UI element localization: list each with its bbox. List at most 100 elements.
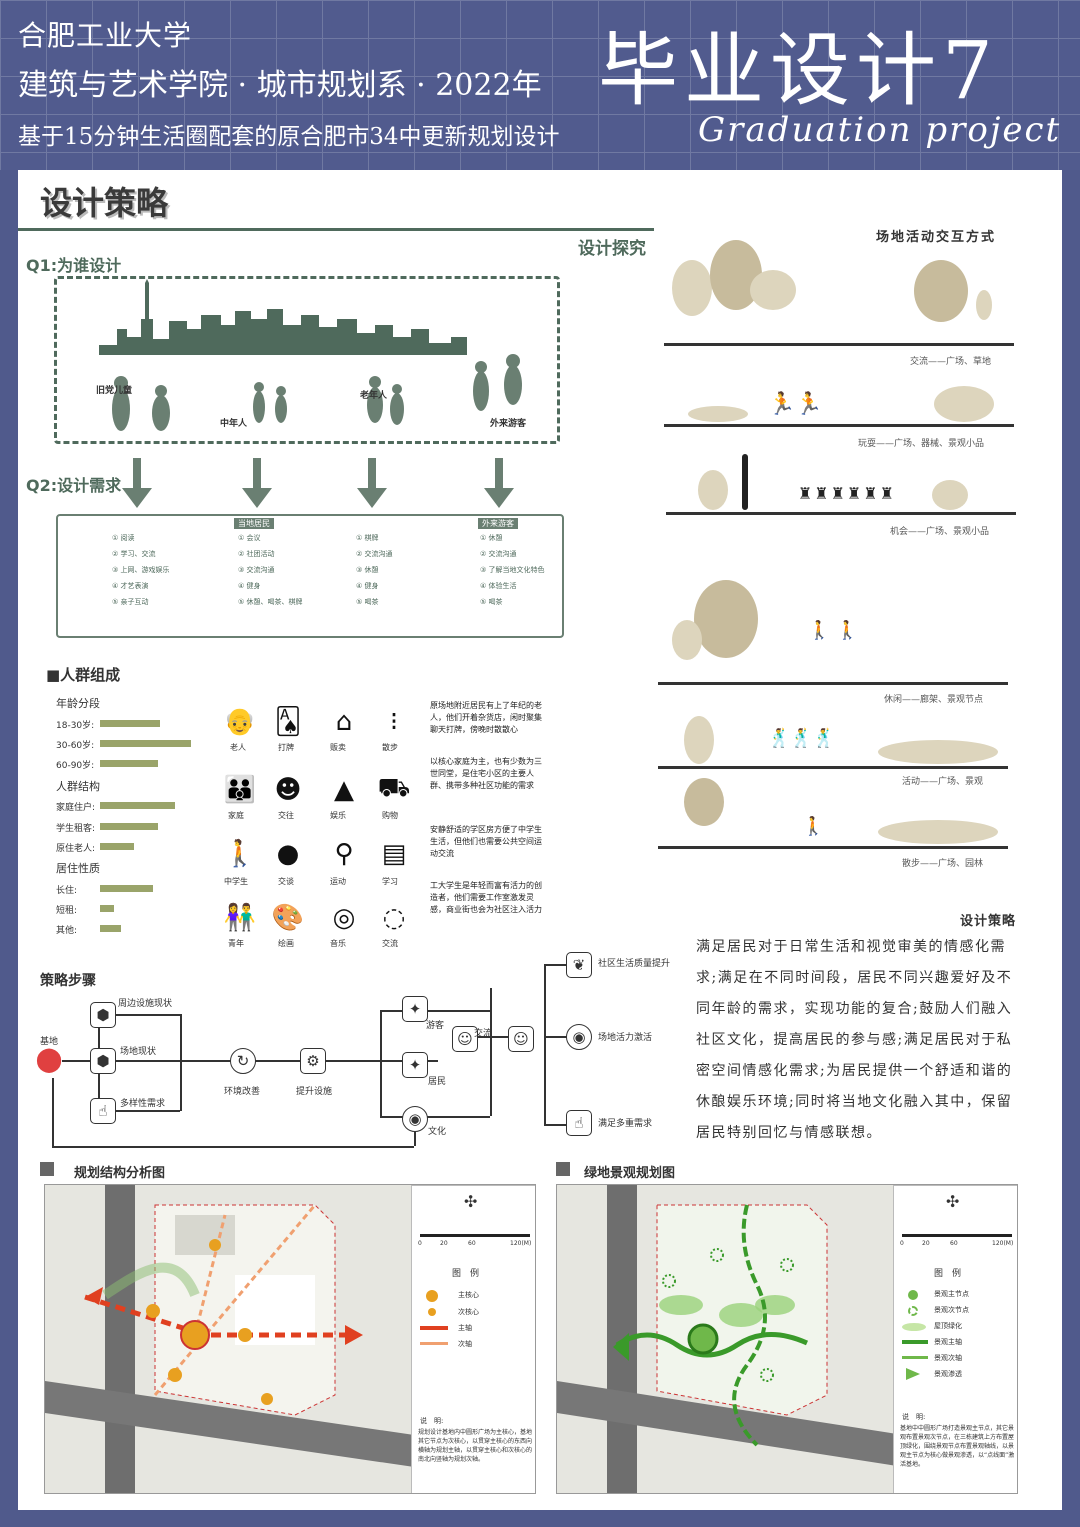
scene-caption: 交流——广场、草地: [910, 357, 992, 367]
hand-icon: ☝: [566, 1110, 592, 1136]
north-arrow-icon: ✣: [464, 1192, 478, 1211]
walking-figure: 🚶: [802, 816, 825, 837]
map-pin-icon: ⬢: [90, 1002, 116, 1028]
location-pin-icon: ⬤: [35, 1045, 63, 1073]
scene-caption: 玩耍——广场、器械、景观小品: [858, 439, 985, 449]
arrows-graphic: [122, 458, 514, 508]
resident-icon: ✦: [402, 1052, 428, 1078]
map1-title: 规划结构分析图: [74, 1166, 166, 1181]
struct-bar: [100, 802, 175, 809]
legend-title: 图 例: [452, 1269, 480, 1279]
needs-col2-title: 当地居民: [234, 518, 274, 529]
age-label: 60-90岁:: [56, 761, 95, 771]
steps-diagram: ⬤ 基地 ⬢ 周边设施现状 ⬢ 场地现状 ☝ 多样性需求 ↻ 环境改善 ⚙ 提升…: [18, 952, 678, 1160]
legend-label: 次轴: [458, 1340, 472, 1348]
step-result: 社区生活质量提升: [598, 959, 671, 969]
steps-title: 策略步骤: [40, 973, 96, 989]
playing-cards-icon: 🂡: [274, 707, 302, 737]
struct-bar: [100, 823, 158, 830]
dancing-figures: 🕺🕺🕺: [768, 728, 836, 749]
plant-hand-icon: ❦: [566, 952, 592, 978]
legend-marker: [428, 1308, 436, 1316]
struct-label: 学生租客:: [56, 824, 96, 834]
nature-label: 其他:: [56, 926, 78, 936]
scene-caption: 活动——广场、景观: [902, 777, 984, 787]
divider: [18, 228, 654, 231]
step-node: 居民: [428, 1077, 447, 1087]
book-icon: ▤: [381, 839, 407, 869]
standing-figure: [742, 454, 748, 510]
family-icon: 👪: [223, 775, 257, 805]
population-title: ■人群组成: [46, 666, 121, 684]
nature-label: 短租:: [56, 906, 78, 916]
project-title: 基于15分钟生活圈配套的原合肥市34中更新规划设计: [18, 124, 560, 150]
legend-marker: [908, 1290, 918, 1300]
cart-icon: ⛟: [377, 773, 411, 803]
pyramid-icon: ▲: [334, 775, 354, 805]
step-node: 环境改善: [224, 1087, 261, 1097]
group-label: 老年人: [360, 391, 388, 401]
struct-title: 人群结构: [56, 780, 100, 793]
elderly-icon: 👴: [223, 707, 257, 737]
icon-row-desc: 以核心家庭为主，也有少数为三世同堂，是住宅小区的主要人群、携带多种社区功能的需求: [430, 757, 542, 790]
chat-icon: ●: [276, 839, 300, 869]
step-node: 提升设施: [296, 1087, 333, 1097]
scale-bar: [902, 1234, 1012, 1237]
icon-row-desc: 工大学生是年轻而富有活力的创造者，他们需要工作室激发灵感，商业街也会为社区注入活…: [430, 881, 542, 914]
hand-icon: ☝: [90, 1098, 116, 1124]
header: 合肥工业大学 建筑与艺术学院 · 城市规划系 · 2022年 基于15分钟生活圈…: [0, 0, 1080, 170]
struct-label: 家庭住户:: [56, 803, 96, 813]
icon-rows: 👴 🂡 ⌂ ⁝ 老人打牌贩卖散步 原场地附近居民有上了年纪的老人，他们开着杂货店…: [222, 700, 572, 960]
legend-marker: [426, 1290, 438, 1302]
exchange-icon: ☺: [508, 1026, 534, 1052]
north-arrow-icon: ✣: [946, 1192, 960, 1211]
legend-title: 图 例: [934, 1269, 962, 1279]
legend-marker: [908, 1306, 918, 1316]
nature-bar: [100, 905, 114, 912]
youth-icon: 👫: [223, 903, 257, 933]
nature-label: 长住:: [56, 886, 78, 896]
skyline-graphic: [99, 279, 522, 431]
needs-box: [56, 514, 564, 638]
age-title: 年龄分段: [56, 697, 100, 710]
strategy-title: 设计策略: [960, 914, 1017, 929]
age-bar: [100, 740, 191, 747]
legend-marker: [902, 1340, 928, 1344]
icon-row-desc: 原场地附近居民有上了年纪的老人，他们开着杂货店，闲时聚集聊天打牌，傍晚时散散心: [430, 701, 542, 734]
legend-label: 景观渗透: [934, 1370, 962, 1378]
scene-caption: 机会——广场、景观小品: [890, 527, 990, 537]
step-result: 满足多重需求: [598, 1119, 653, 1129]
legend-label: 景观次节点: [934, 1306, 969, 1314]
scenes-title: 场地活动交互方式: [876, 230, 997, 245]
header-pattern: [0, 0, 1080, 170]
refresh-icon: ↻: [230, 1048, 256, 1074]
icon-row-desc: 安静舒适的学区房方便了中学生生活，但他们也需要公共空间运动交流: [430, 825, 542, 858]
age-bar: [100, 720, 160, 727]
step-node: 场地现状: [120, 1047, 157, 1057]
legend-label: 次核心: [458, 1308, 479, 1316]
map1-note: 规划设计基地内中圆形广场为主核心，基地其它节点为次核心，以贯穿主核心的东西向横轴…: [418, 1429, 533, 1463]
nature-bar: [100, 925, 121, 932]
scene-caption: 休闲——廊架、景观节点: [884, 695, 984, 705]
age-label: 30-60岁:: [56, 741, 95, 751]
palette-icon: 🎨: [271, 903, 305, 933]
exchange-icon: ☺: [452, 1026, 478, 1052]
step-node: 游客: [426, 1021, 445, 1031]
poster-body: 设计策略 设计探究 Q1:为谁设计 旧党儿童 中年人 老年人 外来游客 Q2:设…: [18, 170, 1062, 1510]
strategy-text: 满足居民对于日常生活和视觉审美的情感化需求;满足在不同时间段，居民不同兴趣爱好及…: [696, 939, 1013, 1141]
legend-marker: [420, 1326, 448, 1330]
seated-audience: ♜♜♜♜♜♜: [798, 484, 897, 503]
q1-box: [54, 276, 560, 444]
note-title: 说 明:: [420, 1417, 444, 1425]
music-disc-icon: ◎: [332, 903, 356, 933]
age-bar: [100, 760, 158, 767]
english-title: Graduation project: [698, 110, 1062, 150]
walking-figures: 🚶 🚶: [808, 620, 859, 641]
q1-label: Q1:为谁设计: [26, 256, 122, 275]
culture-icon: ◉: [402, 1106, 428, 1132]
legend-label: 屋顶绿化: [934, 1322, 962, 1330]
